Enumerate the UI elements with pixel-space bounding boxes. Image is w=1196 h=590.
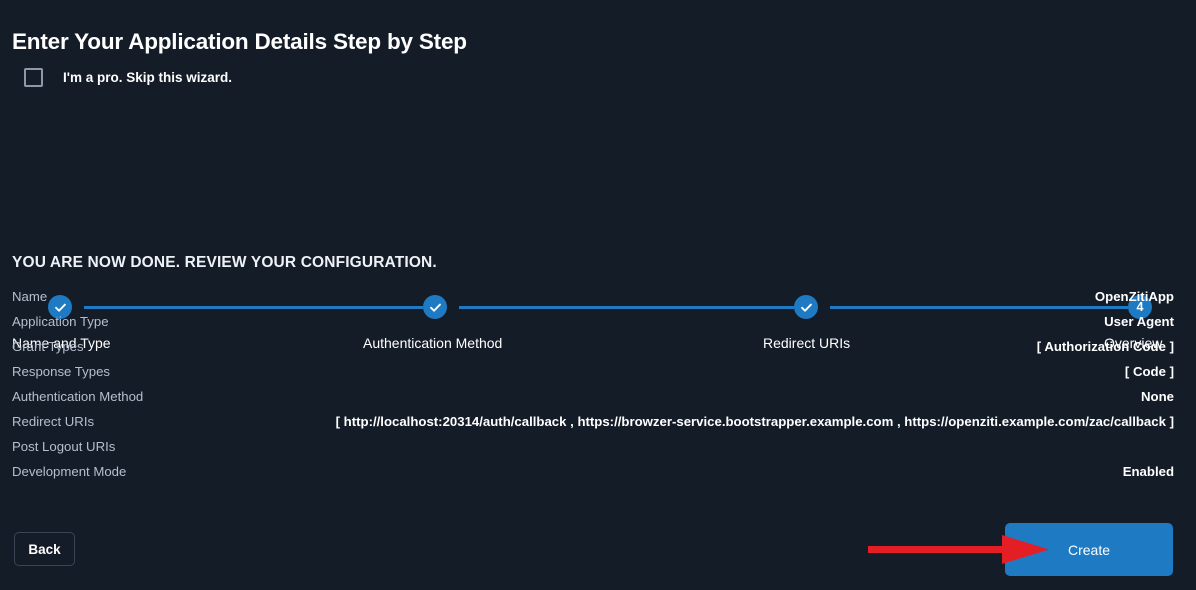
table-row: Redirect URIs [ http://localhost:20314/a…: [12, 414, 1174, 439]
review-label-authentication-method: Authentication Method: [12, 389, 144, 404]
create-button[interactable]: Create: [1005, 523, 1173, 576]
review-value-authentication-method: None: [1141, 389, 1174, 404]
check-icon: [800, 301, 813, 314]
review-value-grant-types: [ Authorization Code ]: [1036, 339, 1174, 354]
stepper-node-name-and-type[interactable]: [48, 295, 72, 319]
stepper-label-name-and-type[interactable]: Name and Type: [12, 335, 111, 351]
table-row: Grant Types [ Authorization Code ]: [12, 339, 1174, 364]
skip-wizard-checkbox[interactable]: [24, 68, 43, 87]
table-row: Name OpenZitiApp: [12, 289, 1174, 314]
table-row: Response Types [ Code ]: [12, 364, 1174, 389]
review-value-development-mode: Enabled: [1122, 464, 1174, 479]
stepper-connector-1: [84, 305, 423, 309]
review-table: Name OpenZitiApp Application Type User A…: [12, 289, 1174, 489]
review-label-development-mode: Development Mode: [12, 464, 127, 479]
table-row: Authentication Method None: [12, 389, 1174, 414]
review-label-response-types: Response Types: [12, 364, 110, 379]
review-value-application-type: User Agent: [1104, 314, 1174, 329]
wizard-stepper: 4 Name and Type Authentication Method Re…: [0, 140, 1196, 351]
stepper-connector-3: [830, 305, 1128, 309]
page-title: Enter Your Application Details Step by S…: [12, 29, 467, 55]
review-value-response-types: [ Code ]: [1124, 364, 1174, 379]
review-label-application-type: Application Type: [12, 314, 109, 329]
table-row: Application Type User Agent: [12, 314, 1174, 339]
review-label-post-logout-uris: Post Logout URIs: [12, 439, 116, 454]
table-row: Development Mode Enabled: [12, 464, 1174, 489]
check-icon: [54, 301, 67, 314]
stepper-node-authentication-method[interactable]: [423, 295, 447, 319]
back-button[interactable]: Back: [14, 532, 75, 566]
skip-wizard-row: I'm a pro. Skip this wizard.: [24, 68, 232, 87]
stepper-connector-2: [459, 305, 794, 309]
skip-wizard-label: I'm a pro. Skip this wizard.: [63, 70, 232, 85]
table-row: Post Logout URIs: [12, 439, 1174, 464]
stepper-node-redirect-uris[interactable]: [794, 295, 818, 319]
check-icon: [429, 301, 442, 314]
review-heading: YOU ARE NOW DONE. REVIEW YOUR CONFIGURAT…: [12, 254, 437, 271]
review-label-grant-types: Grant Types: [12, 339, 84, 354]
stepper-label-redirect-uris[interactable]: Redirect URIs: [763, 335, 851, 351]
stepper-label-overview[interactable]: Overview: [1104, 335, 1163, 351]
review-value-name: OpenZitiApp: [1094, 289, 1174, 304]
review-label-redirect-uris: Redirect URIs: [12, 414, 95, 429]
stepper-label-authentication-method[interactable]: Authentication Method: [363, 335, 503, 351]
review-label-name: Name: [12, 289, 48, 304]
stepper-node-overview-number: 4: [1136, 299, 1144, 314]
stepper-node-overview[interactable]: 4: [1128, 295, 1152, 319]
review-value-redirect-uris: [ http://localhost:20314/auth/callback ,…: [335, 414, 1174, 429]
